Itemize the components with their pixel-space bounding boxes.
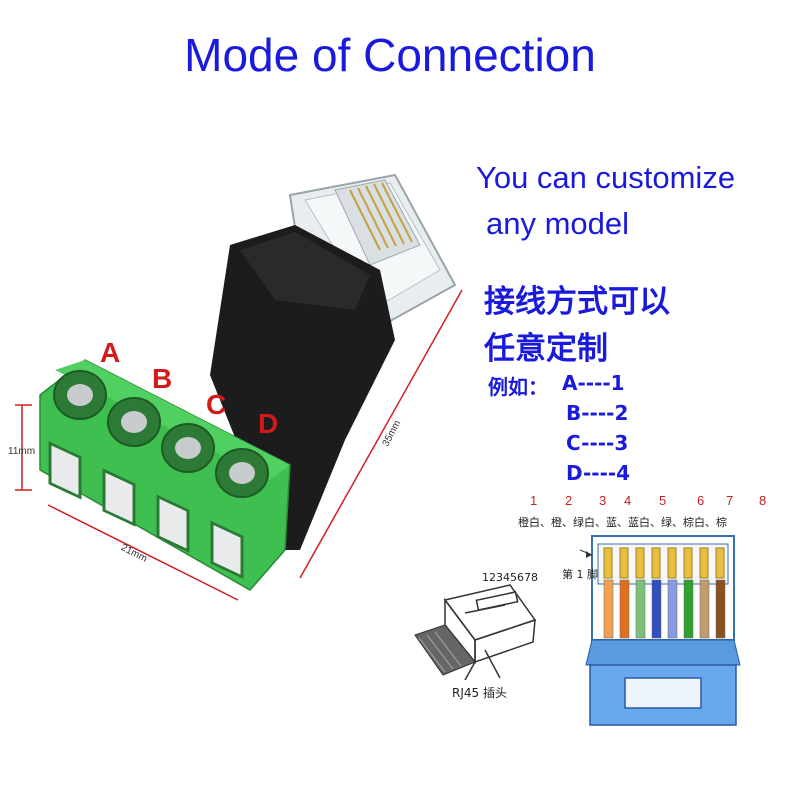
chinese-line-2: 任意定制 xyxy=(484,331,608,367)
contact-pin xyxy=(651,547,661,579)
terminal-block xyxy=(39,359,291,591)
wire xyxy=(651,579,662,639)
wire xyxy=(619,579,630,639)
wire xyxy=(683,579,694,639)
pin-number: 5 xyxy=(659,493,667,508)
pin-number: 6 xyxy=(697,493,705,508)
wire xyxy=(635,579,646,639)
height-dimension: 11mm xyxy=(8,446,36,457)
mapping-row: D----4 xyxy=(566,461,631,485)
rj45-plug-drawing xyxy=(414,584,537,681)
contact-pin xyxy=(683,547,693,579)
contact-pin xyxy=(635,547,645,579)
wire-set xyxy=(603,547,726,639)
adapter-product-image xyxy=(15,173,463,601)
pin-number: 2 xyxy=(565,493,573,508)
contact-pin xyxy=(715,547,725,579)
mapping-row: C----3 xyxy=(566,431,629,455)
mapping-prefix: 例如： xyxy=(488,375,548,399)
wire xyxy=(699,579,710,639)
wire xyxy=(667,579,678,639)
pin-number: 7 xyxy=(726,493,734,508)
mapping-row: B----2 xyxy=(566,401,629,425)
pin-color-list: 橙白、橙、绿白、蓝、蓝白、绿、棕白、棕 xyxy=(518,516,727,529)
contact-pin xyxy=(619,547,629,579)
plug-caption: RJ45 插头 xyxy=(452,686,507,700)
mapping-row: A----1 xyxy=(562,371,625,395)
terminal-label-d: D xyxy=(258,408,279,439)
dimension-lines xyxy=(15,289,463,601)
terminal-label-a: A xyxy=(100,337,121,368)
customize-line-2: any model xyxy=(486,206,630,241)
contact-pin xyxy=(667,547,677,579)
rj45-wiring-diagram xyxy=(580,535,741,726)
wire xyxy=(715,579,726,639)
contact-pin xyxy=(699,547,709,579)
chinese-line-1: 接线方式可以 xyxy=(484,284,670,320)
pin-number: 8 xyxy=(759,493,767,508)
wire xyxy=(603,579,614,639)
page-title: Mode of Connection xyxy=(184,29,596,81)
first-pin-label: 第 1 脚 xyxy=(562,568,598,581)
contact-pin xyxy=(603,547,613,579)
pin-number: 4 xyxy=(624,493,632,508)
terminal-label-c: C xyxy=(206,389,227,420)
pin-number: 3 xyxy=(599,493,607,508)
customize-line-1: You can customize xyxy=(476,160,736,195)
terminal-label-b: B xyxy=(152,363,173,394)
plug-pin-label: 12345678 xyxy=(482,571,538,584)
pin-number: 1 xyxy=(530,493,538,508)
